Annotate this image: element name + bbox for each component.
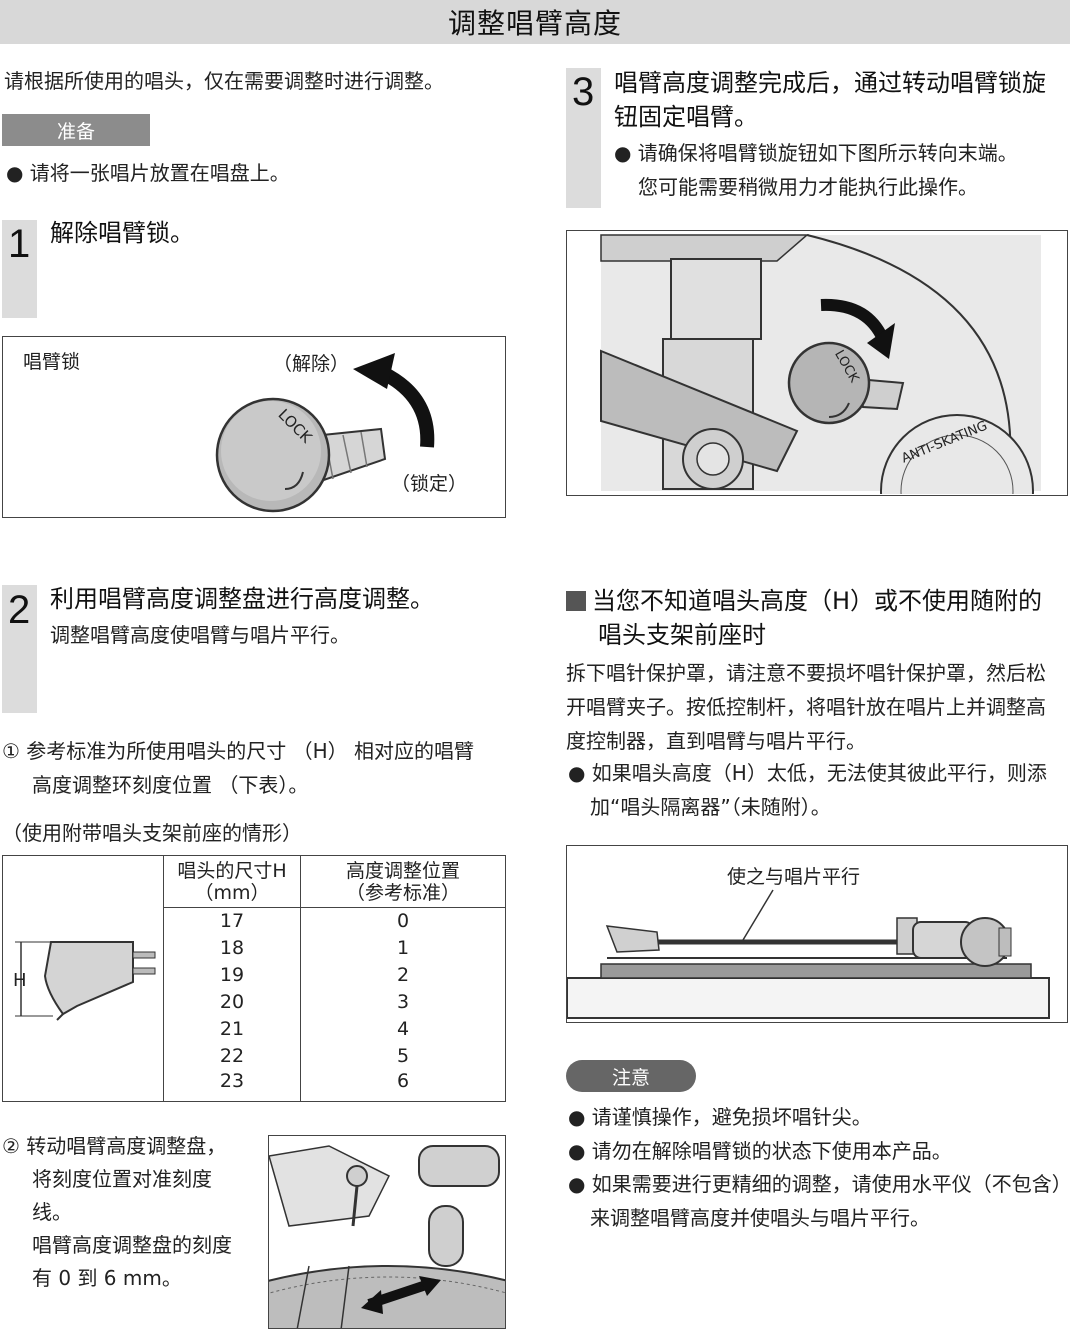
height-position-cell: 4 bbox=[300, 1015, 506, 1043]
height-position-cell: 3 bbox=[300, 988, 506, 1016]
tonearm-lock-illustration bbox=[600, 234, 1041, 495]
lock-label: （锁定） bbox=[391, 473, 468, 495]
lock-end-figure: LOCK ANTI-SKATING bbox=[566, 230, 1068, 496]
section-para-line1: 拆下唱针保护罩，请注意不要损坏唱针保护罩，然后松 bbox=[566, 661, 1046, 685]
step2-item1-line2: 高度调整环刻度位置 （下表）。 bbox=[32, 773, 309, 797]
parallel-label: 使之与唱片平行 bbox=[727, 866, 861, 888]
step3-bullet-line2: 您可能需要稍微用力才能执行此操作。 bbox=[638, 175, 978, 199]
cartridge-illustration-cell: H bbox=[2, 855, 164, 1102]
step3-number: 3 bbox=[572, 70, 595, 114]
note-label: 注意 bbox=[566, 1060, 696, 1092]
table-row: 19 2 bbox=[3, 961, 506, 989]
note-label-text: 注意 bbox=[611, 1066, 650, 1089]
arm-lock-label: 唱臂锁 bbox=[23, 351, 81, 373]
step2-bar bbox=[2, 585, 37, 713]
square-bullet-icon bbox=[566, 591, 586, 611]
col1-header: 唱头的尺寸H （mm） bbox=[163, 855, 301, 908]
note-bullet-2: ● 请勿在解除唱臂锁的状态下使用本产品。 bbox=[568, 1139, 952, 1163]
cartridge-size-cell: 17 bbox=[163, 907, 301, 935]
col1-header-line1: 唱头的尺寸H bbox=[177, 859, 287, 882]
step3-bar bbox=[566, 68, 601, 208]
height-position-cell: 1 bbox=[300, 934, 506, 962]
note-bullet-3-line2: 来调整唱臂高度并使唱头与唱片平行。 bbox=[590, 1206, 930, 1230]
cartridge-size-cell: 22 bbox=[163, 1042, 301, 1070]
section-bullet-line1: ● 如果唱头高度（H）太低，无法使其彼此平行，则添 bbox=[568, 761, 1047, 785]
step1-number: 1 bbox=[8, 222, 31, 266]
height-dial-illustration bbox=[269, 1145, 505, 1328]
step2-item2-line5: 有 0 到 6 mm。 bbox=[32, 1266, 182, 1290]
section-title-line1: 当您不知道唱头高度（H）或不使用随附的 bbox=[566, 584, 1042, 618]
cartridge-size-cell: 18 bbox=[163, 934, 301, 962]
height-position-cell: 0 bbox=[300, 907, 506, 935]
prep-label-text: 准备 bbox=[56, 120, 95, 143]
table-row: 21 4 bbox=[3, 1015, 506, 1043]
step1-title: 解除唱臂锁。 bbox=[50, 219, 194, 247]
col2-header-line2: （参考标准） bbox=[345, 881, 460, 904]
col1-header-line2: （mm） bbox=[194, 881, 270, 904]
prep-label: 准备 bbox=[2, 114, 150, 146]
height-position-cell: 6 bbox=[300, 1069, 506, 1102]
table-row: 22 5 bbox=[3, 1042, 506, 1070]
turntable-side-illustration bbox=[567, 889, 1050, 1019]
step2-item2-line4: 唱臂高度调整盘的刻度 bbox=[32, 1233, 232, 1257]
cartridge-size-cell: 20 bbox=[163, 988, 301, 1016]
section-title-text: 当您不知道唱头高度（H）或不使用随附的 bbox=[592, 587, 1043, 615]
release-label: （解除） bbox=[273, 353, 350, 375]
intro-text: 请根据所使用的唱头，仅在需要调整时进行调整。 bbox=[4, 69, 444, 93]
height-position-cell: 2 bbox=[300, 961, 506, 989]
step2-item2-line3: 线。 bbox=[32, 1200, 72, 1224]
section-para-line2: 开唱臂夹子。按低控制杆，将唱针放在唱片上并调整高 bbox=[566, 695, 1046, 719]
table-row: 18 1 bbox=[3, 934, 506, 962]
step2-number: 2 bbox=[8, 588, 31, 632]
cartridge-size-cell: 19 bbox=[163, 961, 301, 989]
col2-header: 高度调整位置 （参考标准） bbox=[300, 855, 506, 908]
step3-title-line1: 唱臂高度调整完成后，通过转动唱臂锁旋 bbox=[614, 69, 1046, 97]
step2-subtitle: 调整唱臂高度使唱臂与唱片平行。 bbox=[50, 623, 350, 647]
lock-knob-illustration bbox=[215, 353, 435, 513]
step3-bullet-line1: ● 请确保将唱臂锁旋钮如下图所示转向末端。 bbox=[614, 141, 1018, 165]
step2-item2: ② 转动唱臂高度调整盘， 将刻度位置对准刻度 线。 唱臂高度调整盘的刻度 有 0… bbox=[2, 1130, 232, 1295]
prep-bullet: ● 请将一张唱片放置在唱盘上。 bbox=[6, 161, 290, 185]
table-row: 23 6 bbox=[3, 1069, 506, 1102]
page-title: 调整唱臂高度 bbox=[447, 7, 622, 40]
step2-item2-line1: ② 转动唱臂高度调整盘， bbox=[2, 1134, 227, 1158]
cartridge-icon bbox=[15, 941, 156, 1021]
section-title-line2: 唱头支架前座时 bbox=[598, 621, 766, 649]
section-para-line3: 度控制器，直到唱臂与唱片平行。 bbox=[566, 729, 866, 753]
table-row: 20 3 bbox=[3, 988, 506, 1016]
arm-lock-figure: 唱臂锁 （解除） （锁定） LOCK bbox=[2, 336, 506, 518]
col2-header-line1: 高度调整位置 bbox=[345, 859, 460, 882]
note-bullet-1: ● 请谨慎操作，避免损坏唱针尖。 bbox=[568, 1105, 872, 1129]
section-bullet-line2: 加“唱头隔离器”（未随附）。 bbox=[590, 795, 831, 819]
step1-bar bbox=[2, 220, 37, 318]
height-table: H 唱头的尺寸H （mm） 高度调整位置 （参考标准） 17 0 18 1 19… bbox=[2, 855, 506, 1102]
step3-title-line2: 钮固定唱臂。 bbox=[614, 103, 758, 131]
table-caption: （使用附带唱头支架前座的情形） bbox=[2, 821, 302, 845]
table-row: 17 0 bbox=[3, 907, 506, 935]
step2-item1-line1: ① 参考标准为所使用唱头的尺寸 （H） 相对应的唱臂 bbox=[2, 739, 475, 763]
parallel-figure: 使之与唱片平行 bbox=[566, 845, 1068, 1023]
cartridge-size-cell: 21 bbox=[163, 1015, 301, 1043]
section-paragraph: 拆下唱针保护罩，请注意不要损坏唱针保护罩，然后松 开唱臂夹子。按低控制杆，将唱针… bbox=[566, 656, 1046, 758]
h-label: H bbox=[13, 970, 27, 991]
height-dial-figure bbox=[268, 1135, 506, 1329]
note-bullet-3-line1: ● 如果需要进行更精细的调整，请使用水平仪（不包含） bbox=[568, 1172, 1072, 1196]
cartridge-size-cell: 23 bbox=[163, 1069, 301, 1102]
height-position-cell: 5 bbox=[300, 1042, 506, 1070]
page-header: 调整唱臂高度 bbox=[0, 0, 1070, 44]
step2-item2-line2: 将刻度位置对准刻度 bbox=[32, 1167, 212, 1191]
step2-title: 利用唱臂高度调整盘进行高度调整。 bbox=[50, 585, 434, 613]
height-table-wrap: H 唱头的尺寸H （mm） 高度调整位置 （参考标准） 17 0 18 1 19… bbox=[2, 855, 506, 1102]
